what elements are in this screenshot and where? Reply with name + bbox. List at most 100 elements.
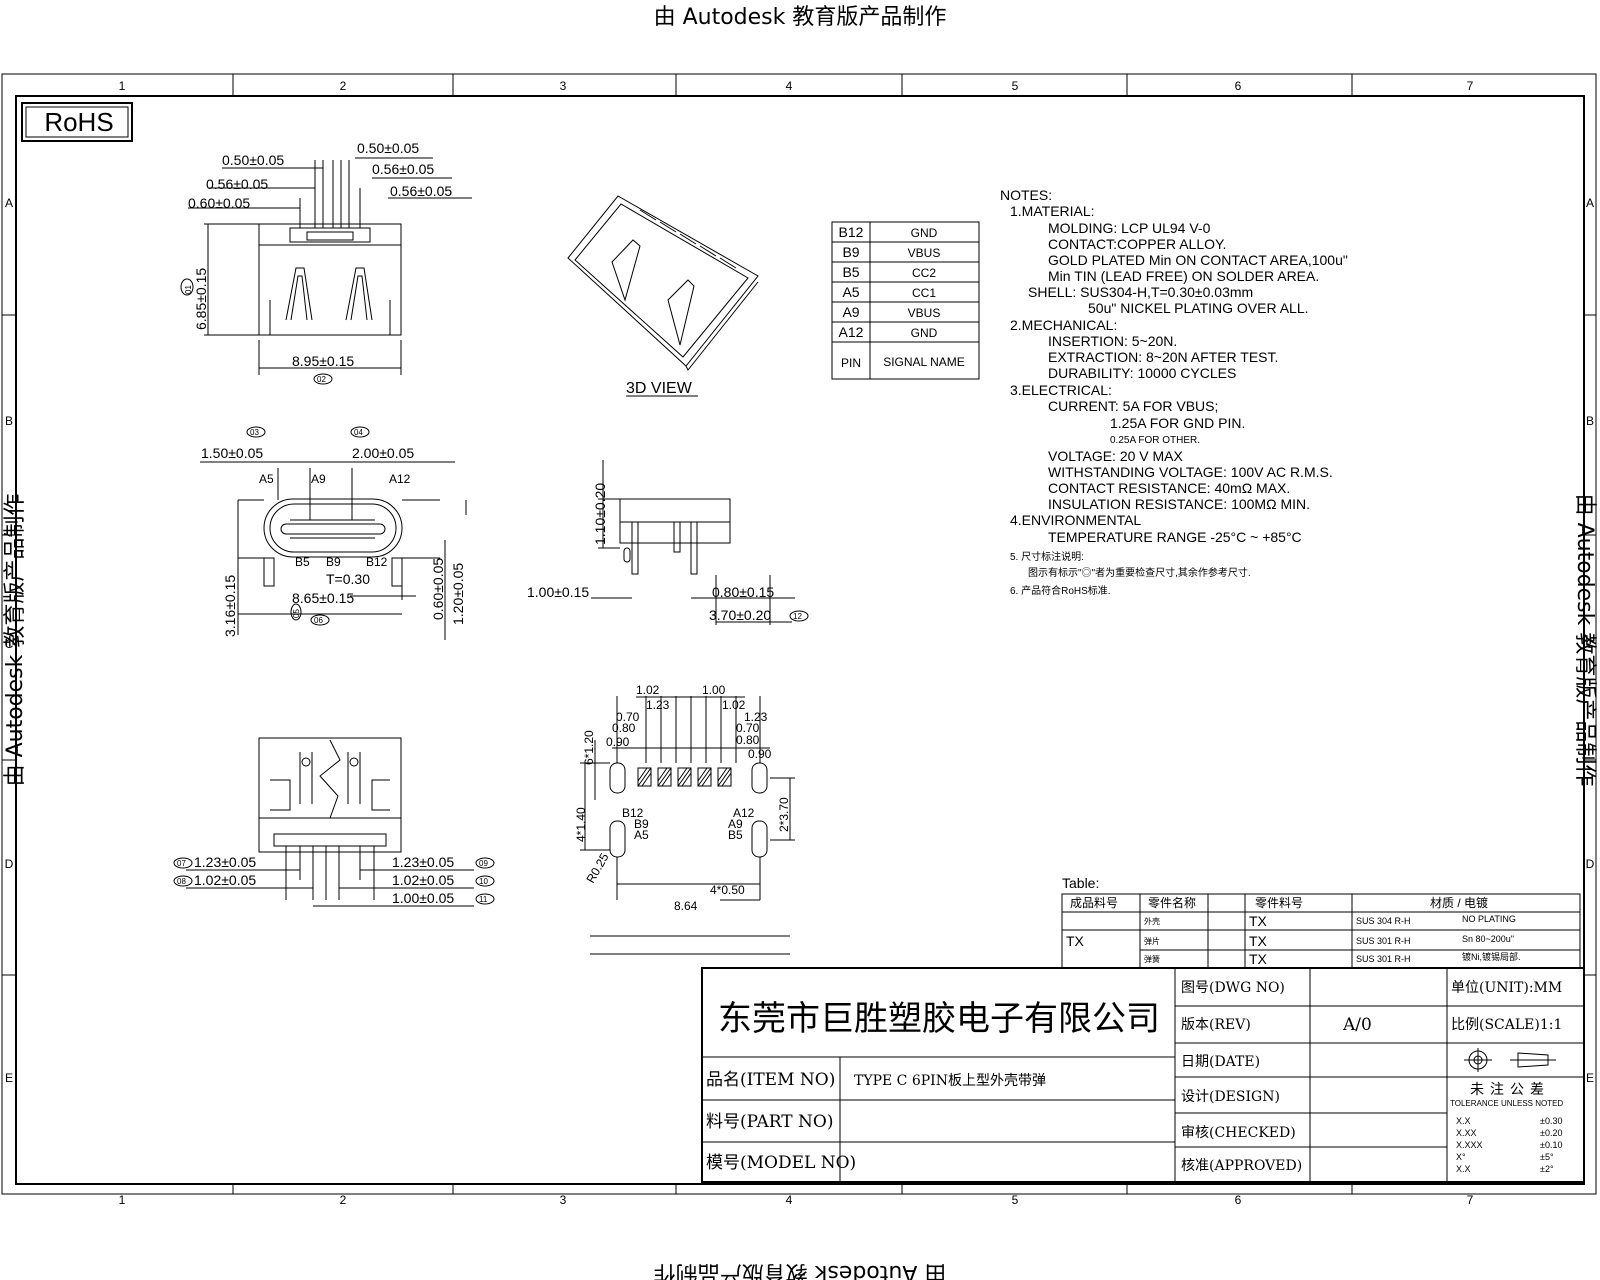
note-line: 2.MECHANICAL: [1010,317,1117,333]
3d-view: 3D VIEW [567,195,759,397]
pin-label-b9-pcb: B9 [634,817,649,831]
pcb-dim-top: 0.70 [616,710,640,724]
material-header-0: 成品料号 [1070,896,1118,910]
note-line: 1.25A FOR GND PIN. [1110,415,1245,431]
dim-front-120: 1.20±0.05 [450,563,466,625]
pcb-dim-top: 0.90 [606,735,630,749]
frame-row-label-right: A [1586,196,1594,210]
front-view: 1.50±0.05 2.00±0.05 T=0.30 8.65±0.15 3.1… [200,426,467,640]
frame-col-label-top: 6 [1235,79,1242,93]
material-part-plating: 镀Ni,镀锡局部. [1462,951,1521,962]
pin-table-pin: A12 [839,324,864,340]
note-line: 5. 尺寸标注说明: [1010,550,1084,563]
title-block: 东莞市巨胜塑胶电子有限公司 品名(ITEM NO) TYPE C 6PIN板上型… [701,967,1585,1183]
frame-row-label-right: D [1586,857,1595,871]
pcb-dim-top: 1.00 [702,683,726,697]
design-label: 设计(DESIGN) [1181,1089,1280,1105]
rev-value: A/0 [1342,1015,1372,1035]
projection-symbol [1464,1048,1556,1072]
side-view: 1.10±0.20 1.00±0.15 0.80±0.15 3.70±0.20 … [527,460,809,625]
pcb-dim-top: 1.02 [722,698,746,712]
dim-bottom-100: 1.00±0.05 [392,890,454,906]
material-part-name: 外壳 [1144,916,1160,926]
material-part-name: 弹簧 [1144,954,1160,964]
tolerance-key: X° [1456,1152,1466,1162]
note-line: CONTACT RESISTANCE: 40mΩ MAX. [1048,480,1290,496]
tolerance-value: ±2° [1540,1164,1554,1174]
material-row-label: TX [1066,933,1085,949]
frame-col-label-bottom: 4 [786,1193,793,1207]
pin-table-pin: B5 [842,264,859,280]
note-line: 0.25A FOR OTHER. [1110,435,1200,446]
frame-row-label-right: C [1586,637,1595,651]
balloon-04: 04 [354,428,363,437]
pin-label-a5: A5 [259,472,274,486]
dim-side-080: 0.80±0.15 [712,584,774,600]
dim-top-685: 6.85±0.15 [193,268,209,330]
tolerance-value: ±0.10 [1540,1140,1562,1150]
dim-side-370: 3.70±0.20 [709,607,771,623]
frame-row-label-left: D [5,857,14,871]
dim-front-150: 1.50±0.05 [201,445,263,461]
tolerance-rows: X.X±0.30X.XX±0.20X.XXX±0.10X°±5°X.X±2° [1456,1116,1562,1174]
note-line: 4.ENVIRONMENTAL [1010,512,1141,528]
pin-table-pin: A5 [842,284,859,300]
note-line: DURABILITY: 10000 CYCLES [1048,365,1236,381]
checked-label: 审核(CHECKED) [1181,1125,1296,1141]
tolerance-key: X.X [1456,1164,1471,1174]
balloon-01: 01 [184,285,193,294]
dim-bottom-102-right: 1.02±0.05 [392,872,454,888]
frame-col-label-bottom: 7 [1467,1193,1474,1207]
dim-top-050-left: 0.50±0.05 [222,152,284,168]
dim-front-200: 2.00±0.05 [352,445,414,461]
note-line: MOLDING: LCP UL94 V-0 [1048,220,1211,236]
pin-label-a9-pcb: A9 [728,817,743,831]
pin-table-pin: A9 [842,304,859,320]
pin-label-a5-pcb: A5 [634,828,649,842]
dim-top-056-right-a: 0.56±0.05 [372,161,434,177]
balloon-06: 06 [314,616,323,625]
material-part-plating: NO PLATING [1462,914,1516,924]
frame-col-label-top: 3 [560,79,567,93]
dim-pcb-864: 8.64 [674,899,698,913]
balloon-05: 05 [292,609,301,618]
balloon-11: 11 [479,895,488,904]
note-line: EXTRACTION: 8~20N AFTER TEST. [1048,349,1278,365]
note-line: VOLTAGE: 20 V MAX [1048,448,1184,464]
note-line: SHELL: SUS304-H,T=0.30±0.03mm [1028,284,1253,300]
pin-table-signal: GND [911,326,938,340]
note-line: 1.MATERIAL: [1010,203,1095,219]
pin-label-a12-pcb: A12 [733,806,755,820]
dim-top-060-left: 0.60±0.05 [188,195,250,211]
frame-row-label-left: C [5,637,14,651]
material-part-code: TX [1249,913,1268,929]
pcb-pads [637,767,732,787]
pcb-dim-top: 1.02 [636,683,660,697]
balloon-12: 12 [793,612,802,621]
balloon-08: 08 [177,877,186,886]
frame-row-label-left: E [5,1071,13,1085]
material-header-3: 材质 / 电镀 [1430,896,1488,910]
note-line: 图示有标示"◎"者为重要检查尺寸,其余作参考尺寸. [1028,566,1251,579]
dim-front-t: T=0.30 [326,571,370,587]
frame-col-label-bottom: 6 [1235,1193,1242,1207]
dim-top-895: 8.95±0.15 [292,353,354,369]
pcb-dim-top: 0.70 [736,721,760,735]
pcb-dim-top: 1.23 [744,710,768,724]
note-line: 3.ELECTRICAL: [1010,382,1112,398]
pin-label-b5-pcb: B5 [728,828,743,842]
frame-col-label-bottom: 5 [1012,1193,1019,1207]
material-part-plating: Sn 80~200u" [1462,934,1514,944]
pcb-dim-top: 0.80 [612,721,636,735]
material-table-caption: Table: [1062,875,1099,891]
note-line: Min TIN (LEAD FREE) ON SOLDER AREA. [1048,268,1319,284]
dwg-no-label: 图号(DWG NO) [1181,980,1285,996]
dim-front-060: 0.60±0.05 [430,558,446,620]
company-name: 东莞市巨胜塑胶电子有限公司 [718,999,1160,1039]
pcb-pad [657,767,672,787]
note-line: 6. 产品符合RoHS标准. [1010,584,1111,597]
item-no-label: 品名(ITEM NO) [706,1070,835,1090]
